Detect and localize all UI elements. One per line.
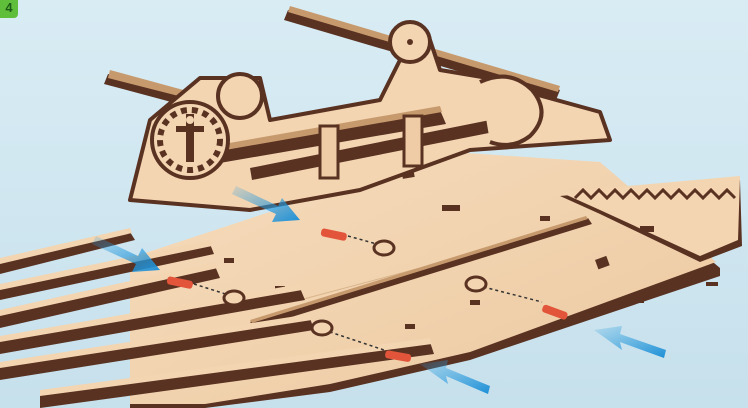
blue-insert-arrow-icon [594,326,666,358]
step-number-badge: 4 [0,0,18,18]
blue-insert-arrow-icon [420,360,490,394]
gear-icon [152,102,228,178]
